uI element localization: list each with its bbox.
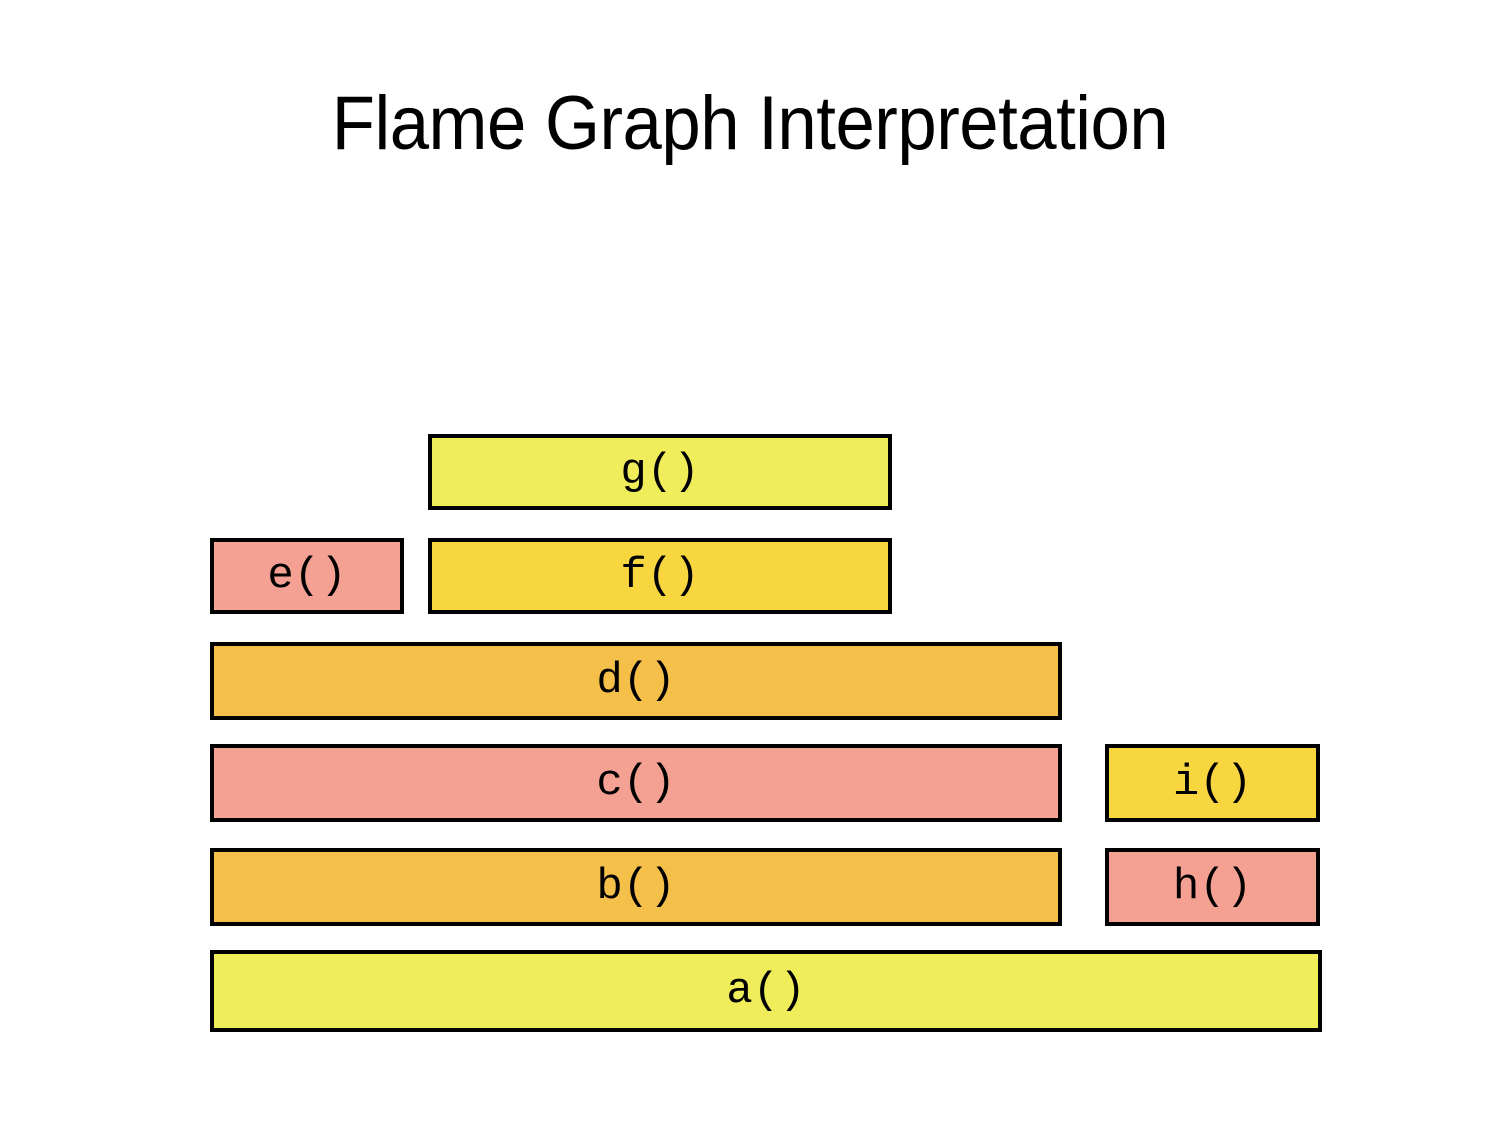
page-title: Flame Graph Interpretation	[331, 81, 1169, 166]
flame-frame-c[interactable]: c()	[210, 744, 1062, 822]
flame-frame-h[interactable]: h()	[1105, 848, 1320, 926]
flame-frame-label: b()	[596, 862, 676, 912]
flame-frame-e[interactable]: e()	[210, 538, 404, 614]
flame-frame-f[interactable]: f()	[428, 538, 892, 614]
flame-frame-label: h()	[1172, 862, 1253, 912]
flame-frame-label: i()	[1172, 758, 1253, 808]
flame-frame-i[interactable]: i()	[1105, 744, 1320, 822]
flame-frame-label: d()	[596, 656, 676, 706]
flame-frame-label: f()	[620, 551, 700, 601]
flame-frame-label: c()	[596, 758, 676, 808]
flame-frame-label: g()	[620, 447, 700, 497]
flame-frame-label: a()	[726, 966, 806, 1016]
flame-frame-g[interactable]: g()	[428, 434, 892, 510]
flame-frame-a[interactable]: a()	[210, 950, 1322, 1032]
flame-frame-b[interactable]: b()	[210, 848, 1062, 926]
flame-frame-d[interactable]: d()	[210, 642, 1062, 720]
flame-frame-label: e()	[267, 551, 347, 601]
